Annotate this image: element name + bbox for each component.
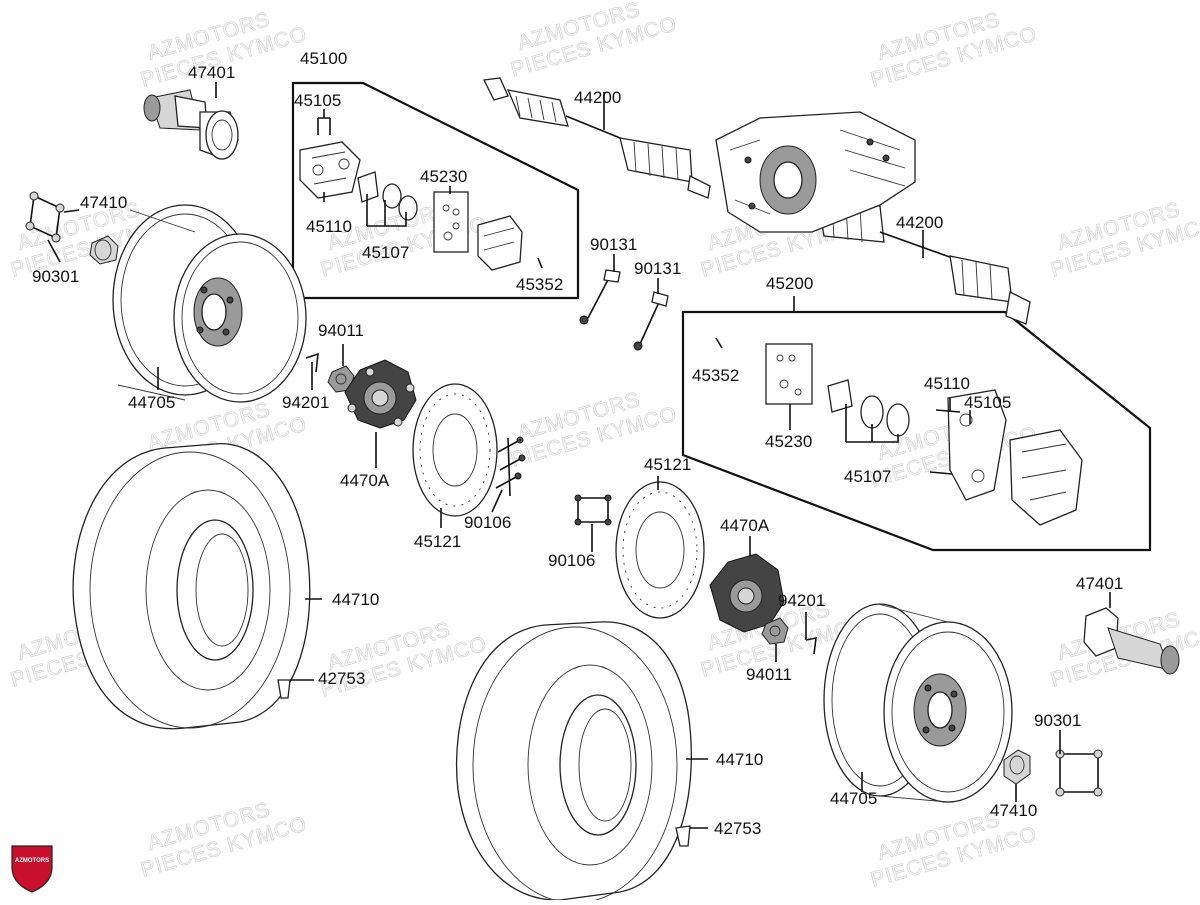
wheel-rim-44705-left [112, 204, 307, 403]
label-44705-left: 44705 [128, 393, 175, 412]
wheel-hub-4470A-right [709, 553, 785, 633]
cotter-pin-94201-left [305, 352, 319, 373]
label-45107-right: 45107 [844, 467, 891, 486]
label-44200-lower: 44200 [896, 213, 943, 232]
tire-44710-right [455, 621, 692, 904]
bolts-90106-left [495, 436, 526, 497]
label-45121-right: 45121 [644, 455, 691, 474]
cotter-pin-94201-right [805, 636, 817, 655]
label-90301-left: 90301 [32, 267, 79, 286]
label-90131-b: 90131 [634, 259, 681, 278]
logo-text: AZMOTORS [15, 858, 49, 864]
label-45107-left: 45107 [362, 243, 409, 262]
label-45110-left: 45110 [306, 217, 352, 236]
label-44710-left: 44710 [332, 590, 379, 609]
kit-box-45200 [681, 310, 1152, 552]
pin-45352-right [715, 337, 723, 349]
label-44710-right: 44710 [716, 750, 763, 769]
label-90301-right: 90301 [1034, 711, 1081, 730]
valve-42753-left [277, 679, 291, 699]
label-47401-right: 47401 [1076, 574, 1123, 593]
label-4470A-right: 4470A [720, 516, 770, 535]
label-90106-left: 90106 [464, 513, 511, 532]
tire-44710-left [72, 443, 311, 730]
label-90106-right: 90106 [548, 551, 595, 570]
label-94011-right: 94011 [746, 665, 792, 684]
seal-kit-45230-right [765, 343, 813, 405]
piston-set-45107-right [827, 379, 910, 437]
kit-box-45100 [291, 81, 580, 300]
caliper-bracket-45110-left [299, 141, 361, 199]
rear-differential [715, 111, 916, 233]
drive-shaft-44200-upper [483, 77, 711, 199]
wheel-rim-44705-right [823, 603, 1013, 803]
wheel-hub-4470A-left [344, 359, 417, 429]
label-45230-left: 45230 [420, 167, 467, 186]
brake-disc-45121-right [615, 481, 705, 619]
label-42753-left: 42753 [318, 669, 365, 688]
label-45110-right: 45110 [924, 374, 970, 393]
valve-42753-right [675, 825, 691, 847]
label-47410-right: 47410 [990, 801, 1037, 820]
azmotors-logo: AZMOTORS [11, 845, 53, 893]
wheel-nut-47410-right [1003, 749, 1031, 785]
label-45200: 45200 [766, 274, 813, 293]
link-bolt-90131-a [579, 269, 621, 325]
link-bolt-90131-b [633, 291, 669, 351]
leader-lines [47, 82, 1111, 829]
label-94201-right: 94201 [778, 591, 825, 610]
seal-kit-45230-left [433, 191, 469, 253]
stud-set-90301-right [1055, 749, 1103, 797]
caliper-bracket-45110-right [929, 389, 1007, 501]
label-45230-right: 45230 [765, 432, 812, 451]
piston-set-45107-left [357, 171, 418, 221]
label-42753-right: 42753 [714, 819, 761, 838]
label-94201-left: 94201 [282, 393, 329, 412]
label-4470A-left: 4470A [340, 471, 390, 490]
bracket-45105-left [317, 117, 331, 135]
part-labels: 47401 45100 45105 45230 45110 45107 4535… [32, 49, 1123, 838]
brake-disc-45121-left [412, 383, 498, 517]
label-45121-left: 45121 [414, 532, 461, 551]
label-90131-a: 90131 [590, 235, 637, 254]
label-45352-right: 45352 [692, 366, 739, 385]
wheel-nut-47410-left [89, 235, 119, 265]
stub-axle-47401-left [143, 89, 239, 160]
axle-nut-94011-right [761, 617, 789, 645]
pin-45352-left [537, 257, 543, 269]
label-47401-left: 47401 [188, 63, 235, 82]
label-45100: 45100 [300, 49, 347, 68]
label-45105-right: 45105 [964, 393, 1011, 412]
label-45352-left: 45352 [516, 275, 563, 294]
label-94011-left: 94011 [318, 321, 364, 340]
stud-set-90301-left [25, 191, 65, 243]
caliper-body-right [1009, 429, 1083, 526]
caliper-body-left [477, 215, 523, 271]
label-44200-upper: 44200 [574, 88, 621, 107]
label-47410-left: 47410 [80, 193, 127, 212]
bolts-90106-right [574, 494, 612, 526]
label-44705-right: 44705 [830, 789, 877, 808]
stub-axle-47401-right [1083, 607, 1180, 675]
label-45105-left: 45105 [294, 91, 341, 110]
